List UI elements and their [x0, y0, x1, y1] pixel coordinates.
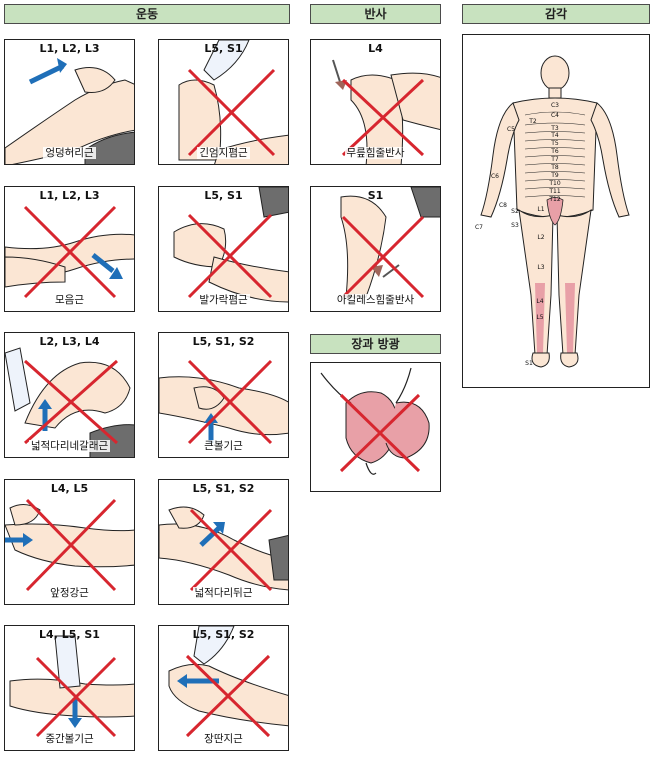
motor-panel-hamstrings: L5, S1, S2 넓적다리뒤근 — [158, 479, 289, 605]
motor-levels: L5, S1 — [204, 42, 243, 55]
illustration-toe-extension — [178, 40, 288, 164]
illustration-patellar-reflex — [332, 59, 440, 164]
motor-levels: L4, L5 — [50, 482, 89, 495]
arrow-icon — [91, 253, 115, 273]
motor-panel-hip-flexor: L1, L2, L3 엉덩허리근 — [4, 39, 135, 165]
dermatome-label: L2 — [537, 234, 544, 241]
reflex-panel-patellar: L4 무릎힘줄반사 — [310, 39, 441, 165]
reflex-levels: L4 — [368, 42, 383, 55]
motor-muscle: 장딴지근 — [202, 733, 245, 745]
reflex-panel-achilles: S1 아킬레스힘줄반사 — [310, 186, 441, 312]
motor-panel-edl: L5, S1 발가락폄근 — [158, 186, 289, 312]
motor-muscle: 큰볼기근 — [202, 440, 245, 452]
motor-muscle: 모음근 — [53, 294, 86, 306]
reflex-name: 아킬레스힘줄반사 — [334, 294, 417, 306]
motor-muscle: 앞정강근 — [48, 587, 91, 599]
motor-levels: L5, S1 — [204, 189, 243, 202]
illustration-plantar-flexion — [168, 626, 288, 738]
affected-area-left-leg — [535, 283, 545, 353]
motor-panel-gastrocnemius: L5, S1, S2 장딴지근 — [158, 625, 289, 751]
motor-muscle: 발가락폄근 — [197, 294, 250, 306]
motor-muscle: 긴엄지폄근 — [197, 147, 250, 159]
dermatome-label: C6 — [491, 173, 499, 180]
dermatome-label: L3 — [537, 264, 544, 271]
dermatome-label: L1 — [537, 206, 544, 213]
dermatome-label: L4 — [536, 298, 543, 305]
dermatome-label: S2 — [511, 208, 519, 215]
dermatome-label: T5 — [550, 140, 559, 147]
illustration-hip-flexion — [5, 58, 134, 164]
motor-panel-gluteus-medius: L4, L5, S1 중간볼기근 — [4, 625, 135, 751]
header-reflex: 반사 — [310, 4, 441, 24]
motor-levels: L2, L3, L4 — [39, 335, 100, 348]
arrow-icon — [199, 526, 221, 547]
motor-levels: L4, L5, S1 — [39, 628, 100, 641]
dermatome-label: T6 — [550, 148, 559, 155]
dermatome-label: C3 — [551, 102, 559, 109]
dermatome-label: C8 — [499, 202, 507, 209]
header-sensory: 감각 — [462, 4, 650, 24]
dermatome-label: L5 — [536, 314, 543, 321]
dermatome-label: C7 — [475, 224, 483, 231]
dermatome-label: T8 — [550, 164, 559, 171]
motor-panel-gluteus-maximus: L5, S1, S2 큰볼기근 — [158, 332, 289, 458]
illustration-achilles-reflex — [340, 187, 440, 299]
motor-muscle: 엉덩허리근 — [43, 147, 96, 159]
motor-muscle: 넓적다리네갈래근 — [28, 440, 111, 452]
illustration-knee-flexion — [159, 506, 288, 592]
illustration-ankle-dorsiflexion — [5, 498, 134, 592]
sensory-dermatome-panel: C3 C4 T2 T3 T4 T5 T6 T7 T8 T9 T10 T11 T1… — [462, 34, 650, 388]
bladder-panel — [310, 362, 441, 492]
illustration-hip-adduction — [5, 205, 134, 299]
arrow-icon — [28, 63, 65, 85]
motor-levels: L1, L2, L3 — [39, 189, 100, 202]
illustration-hip-abduction — [9, 635, 134, 738]
motor-panel-adductor: L1, L2, L3 모음근 — [4, 186, 135, 312]
dermatome-label: S3 — [511, 222, 519, 229]
motor-levels: L5, S1, S2 — [192, 335, 255, 348]
dermatome-label: T4 — [550, 132, 559, 139]
reflex-levels: S1 — [367, 189, 384, 202]
affected-area-right-leg — [565, 283, 575, 353]
motor-levels: L1, L2, L3 — [39, 42, 100, 55]
dermatome-label: C4 — [551, 112, 559, 119]
motor-muscle: 중간볼기근 — [43, 733, 96, 745]
motor-muscle: 넓적다리뒤근 — [192, 587, 255, 599]
dermatome-label: T12 — [548, 196, 560, 203]
illustration-hip-extension — [159, 359, 288, 445]
header-bladder: 장과 방광 — [310, 334, 441, 354]
motor-levels: L5, S1, S2 — [192, 628, 255, 641]
illustration-body-dermatomes: C3 C4 T2 T3 T4 T5 T6 T7 T8 T9 T10 T11 T1… — [475, 55, 630, 368]
dermatome-label: S1 — [525, 360, 533, 367]
affected-area-perineum — [546, 197, 564, 226]
dermatome-label: C5 — [507, 126, 515, 133]
dermatome-label: T7 — [550, 156, 559, 163]
dermatome-label: T2 — [528, 118, 537, 125]
header-motor: 운동 — [4, 4, 290, 24]
reflex-name: 무릎힘줄반사 — [344, 147, 407, 159]
dermatome-label: T3 — [550, 125, 559, 132]
dermatome-label: T10 — [548, 180, 560, 187]
dermatome-label: T11 — [548, 188, 560, 195]
illustration-toes-extension — [173, 187, 288, 303]
motor-levels: L5, S1, S2 — [192, 482, 255, 495]
motor-panel-ehl: L5, S1 긴엄지폄근 — [158, 39, 289, 165]
dermatome-label: T9 — [550, 172, 559, 179]
motor-panel-tibialis: L4, L5 앞정강근 — [4, 479, 135, 605]
illustration-bladder-bowel — [320, 367, 430, 475]
motor-panel-quadriceps: L2, L3, L4 넓적다리네갈래근 — [4, 332, 135, 458]
